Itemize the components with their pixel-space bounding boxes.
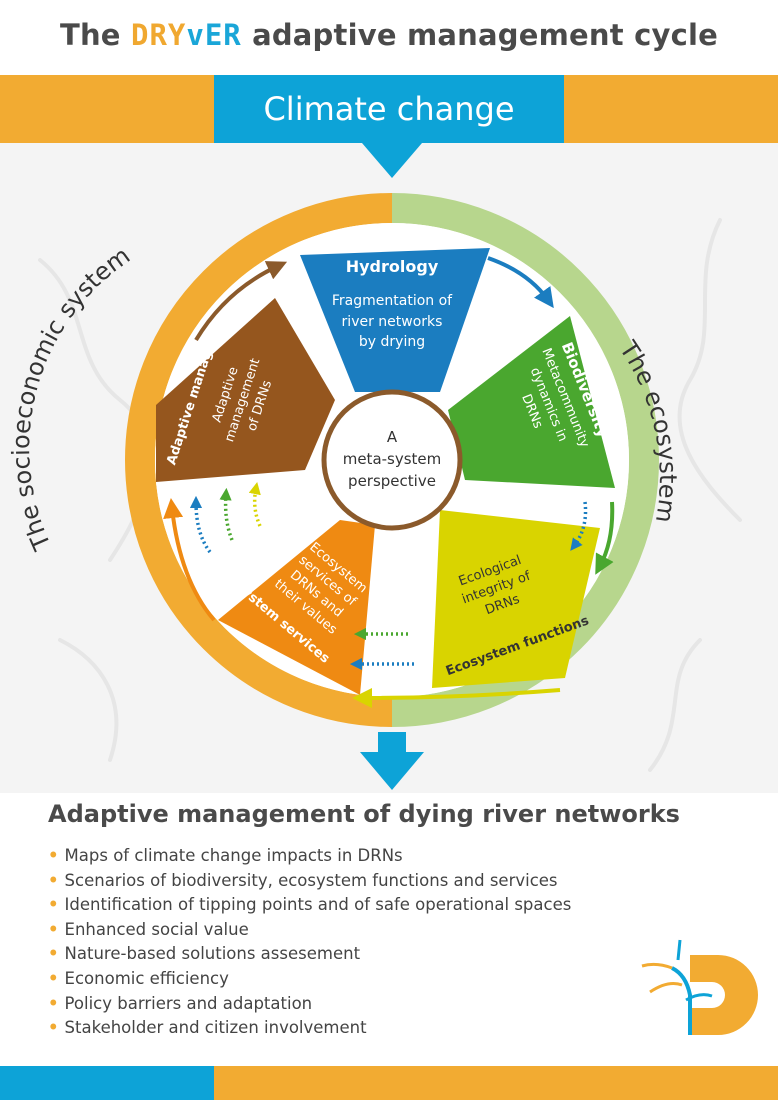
- page-title: The DRYvER adaptive management cycle: [0, 18, 778, 52]
- brand-logo-text: DRYvER: [131, 18, 242, 52]
- brand-part-1: DRY: [130, 18, 187, 52]
- arrow-hydrology-to-biodiversity: [487, 256, 554, 309]
- footer-blue-band: [0, 1066, 214, 1100]
- hydrology-line-2: river networks: [342, 314, 443, 330]
- title-prefix: The: [59, 18, 121, 52]
- dryver-logo: [641, 939, 758, 1035]
- climate-change-label: Climate change: [263, 90, 515, 128]
- arrow-functions-to-services: [352, 687, 561, 708]
- center-line-1: A: [387, 428, 398, 446]
- title-suffix: adaptive management cycle: [252, 18, 719, 52]
- hydrology-line-1: Fragmentation of: [332, 293, 453, 309]
- ecosystem-ring: [391, 193, 659, 727]
- dotted-arrow-yellow-management: [248, 481, 262, 527]
- center-line-3: perspective: [348, 472, 436, 490]
- list-item: Stakeholder and citizen involvement: [48, 1016, 571, 1041]
- bottom-arrow-head: [360, 752, 424, 790]
- list-item: Policy barriers and adaptation: [48, 992, 571, 1017]
- biodiversity-segment: [448, 316, 615, 488]
- hydrology-segment: [300, 248, 490, 392]
- hydrology-title: Hydrology: [346, 257, 439, 276]
- socioeconomic-ring: [125, 193, 393, 727]
- services-segment: [218, 520, 375, 695]
- list-item: Scenarios of biodiversity, ecosystem fun…: [48, 869, 571, 894]
- center-circle: [321, 389, 463, 531]
- list-item: Economic efficiency: [48, 967, 571, 992]
- main-heading: Adaptive management of dying river netwo…: [48, 800, 680, 828]
- hydrology-line-3: by drying: [359, 334, 425, 350]
- climate-change-pointer: [362, 143, 422, 178]
- arrow-biodiversity-to-functions: [595, 501, 615, 575]
- functions-segment: [432, 510, 600, 688]
- center-line-2: meta-system: [343, 450, 442, 468]
- arrow-management-to-hydrology: [194, 261, 288, 342]
- management-segment: [156, 298, 335, 482]
- footer-orange-band: [214, 1066, 778, 1100]
- brand-part-2: vER: [186, 18, 242, 52]
- list-item: Enhanced social value: [48, 918, 571, 943]
- list-item: Maps of climate change impacts in DRNs: [48, 844, 571, 869]
- arrow-services-to-management: [163, 498, 216, 622]
- list-item: Identification of tipping points and of …: [48, 893, 572, 918]
- bottom-arrow-shaft: [378, 732, 406, 752]
- bullet-list: Maps of climate change impacts in DRNs S…: [48, 844, 572, 1041]
- list-item: Nature-based solutions assesement: [48, 942, 571, 967]
- climate-change-banner: Climate change: [214, 75, 564, 143]
